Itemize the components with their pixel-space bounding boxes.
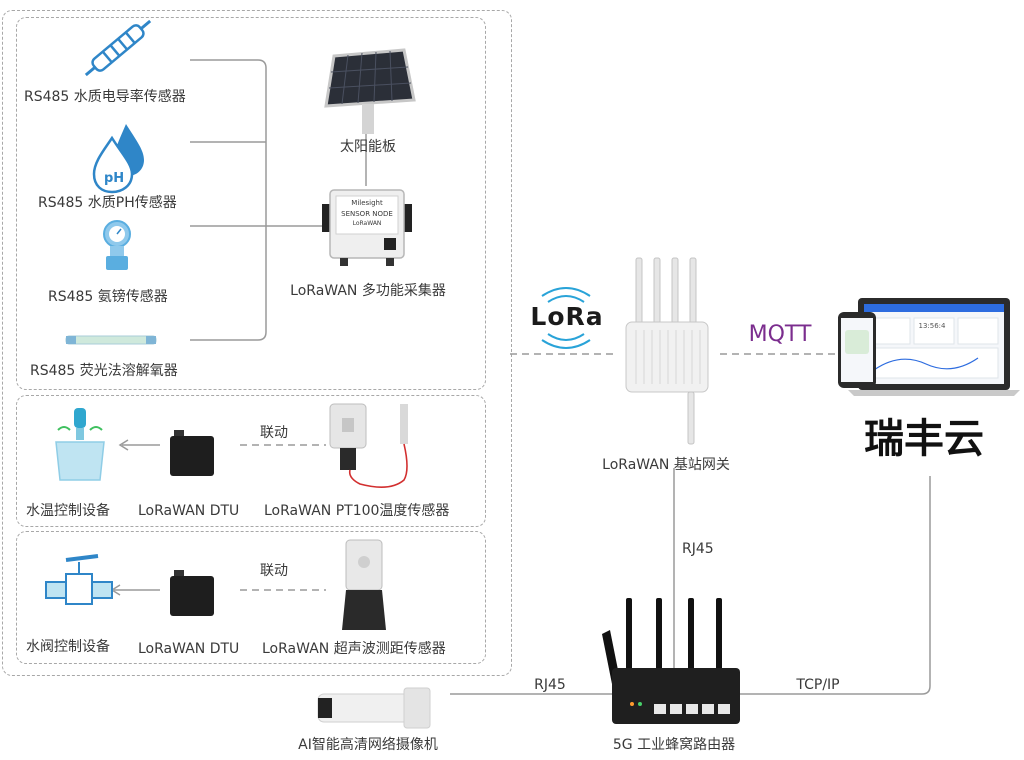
gateway-label: LoRaWAN 基站网关 bbox=[602, 457, 730, 473]
sensor-group-box bbox=[16, 17, 486, 390]
tcpip-label: TCP/IP bbox=[796, 677, 840, 693]
temp-link-label: 联动 bbox=[260, 425, 288, 441]
collector-sub-text: LoRaWAN bbox=[352, 220, 382, 227]
rj45-vertical-label: RJ45 bbox=[682, 541, 714, 557]
tcpip-link-line bbox=[740, 476, 931, 695]
collector-device-icon bbox=[322, 189, 412, 266]
router-label: 5G 工业蜂窝路由器 bbox=[612, 737, 736, 753]
valve-sensor-label: LoRaWAN 超声波测距传感器 bbox=[262, 641, 446, 657]
cloud-dashboard-phone-icon bbox=[838, 312, 876, 388]
valve-dtu-label: LoRaWAN DTU bbox=[138, 641, 240, 657]
camera-device-icon bbox=[317, 687, 431, 729]
temp-sensor-label: LoRaWAN PT100温度传感器 bbox=[264, 503, 450, 519]
ph-sensor-label: RS485 水质PH传感器 bbox=[38, 195, 177, 211]
dtu-device-icon bbox=[170, 570, 214, 616]
router-device-icon bbox=[602, 598, 740, 724]
valve-device-icon bbox=[45, 554, 113, 605]
oxygen-sensor-icon bbox=[65, 335, 157, 345]
solar-panel-label: 太阳能板 bbox=[340, 139, 396, 155]
camera-label: AI智能高清网络摄像机 bbox=[298, 737, 438, 753]
rj45-camera-label: RJ45 bbox=[534, 677, 566, 693]
lora-wave-icon bbox=[541, 287, 591, 349]
collector-model-text: SENSOR NODE bbox=[341, 210, 393, 218]
dtu-device-icon bbox=[170, 430, 214, 476]
laptop-clock-text: 13:56:4 bbox=[918, 322, 946, 330]
ammonia-sensor-label: RS485 氨镑传感器 bbox=[48, 289, 168, 305]
ph-drop-icon: pH bbox=[92, 124, 144, 194]
water-temperature-device-icon bbox=[55, 408, 105, 481]
mqtt-label: MQTT bbox=[748, 322, 812, 347]
sensor-bracket bbox=[190, 59, 367, 341]
valve-group-box bbox=[16, 531, 486, 664]
valve-device-label: 水阀控制设备 bbox=[26, 639, 110, 655]
svg-text:pH: pH bbox=[104, 171, 124, 186]
conductivity-sensor-icon bbox=[84, 19, 152, 77]
collector-brand-text: Milesight bbox=[351, 199, 383, 207]
temp-arrow-head bbox=[118, 439, 129, 451]
gateway-device-icon bbox=[625, 257, 709, 445]
cloud-name: 瑞丰云 bbox=[864, 416, 984, 462]
temperature-group-box bbox=[16, 395, 486, 527]
oxygen-sensor-label: RS485 荧光法溶解氧器 bbox=[30, 363, 178, 379]
field-area-outer-box bbox=[2, 10, 512, 676]
temp-dtu-label: LoRaWAN DTU bbox=[138, 503, 240, 519]
cloud-dashboard-laptop-icon bbox=[848, 298, 1020, 396]
collector-label: LoRaWAN 多功能采集器 bbox=[290, 283, 446, 299]
pt100-sensor-icon bbox=[329, 403, 408, 488]
lora-logo: LoRa bbox=[530, 302, 604, 331]
conductivity-sensor-label: RS485 水质电导率传感器 bbox=[24, 89, 186, 105]
ultrasonic-sensor-icon bbox=[342, 539, 386, 630]
temp-device-label: 水温控制设备 bbox=[26, 503, 110, 519]
solar-panel-icon bbox=[324, 48, 416, 134]
valve-link-label: 联动 bbox=[260, 563, 288, 579]
ammonia-sensor-icon bbox=[103, 220, 131, 270]
